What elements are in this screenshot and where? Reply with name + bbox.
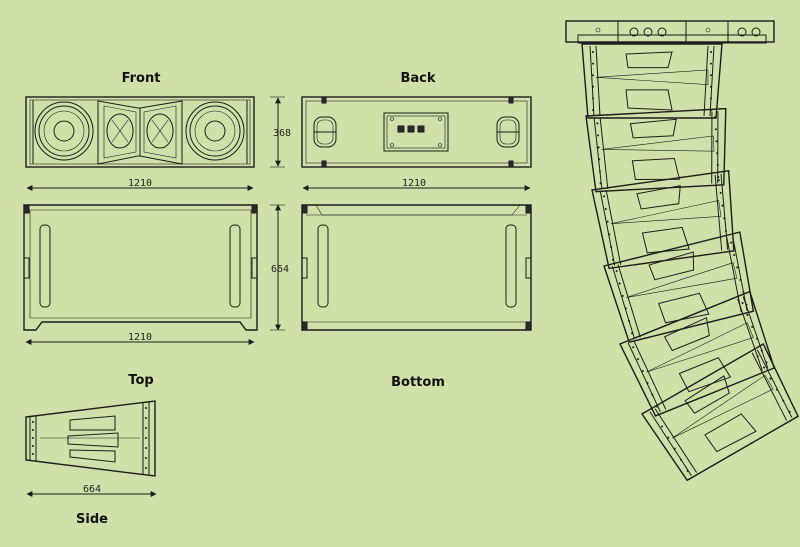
- top-width-dimension: 1210: [25, 332, 255, 345]
- back-view: Back: [301, 71, 532, 168]
- side-label: Side: [76, 512, 108, 527]
- side-view: [25, 400, 156, 477]
- front-width-dimension: 1210: [26, 178, 254, 191]
- array-cabinet: [619, 290, 776, 417]
- center-horn: [97, 100, 183, 165]
- array-cabinet: [585, 107, 727, 193]
- line-array-assembly: [565, 20, 799, 482]
- side-depth-value: 664: [83, 484, 101, 495]
- array-cabinet: [581, 43, 723, 119]
- top-label: Top: [128, 373, 153, 388]
- array-cabinet: [591, 169, 735, 270]
- front-height-dimension: 368: [270, 96, 291, 168]
- bottom-label: Bottom: [391, 375, 445, 390]
- front-width-value: 1210: [128, 178, 152, 189]
- back-label: Back: [400, 71, 435, 86]
- top-view: [23, 204, 258, 331]
- top-width-value: 1210: [128, 332, 152, 343]
- side-depth-dimension: 664: [26, 484, 157, 497]
- array-cabinet: [603, 231, 755, 344]
- left-woofer: [34, 101, 94, 161]
- back-left-handle: [313, 116, 337, 148]
- back-connector-plate: [383, 112, 449, 152]
- array-cabinet: [640, 343, 799, 482]
- top-depth-value: 664: [271, 264, 289, 275]
- front-label: Front: [122, 71, 161, 86]
- top-depth-dimension: 664: [270, 204, 289, 331]
- back-width-value: 1210: [402, 178, 426, 189]
- right-woofer: [185, 101, 245, 161]
- front-view: Front: [25, 71, 255, 168]
- rigging-frame: [565, 20, 775, 44]
- back-width-dimension: 1210: [302, 178, 531, 191]
- back-right-handle: [496, 116, 520, 148]
- front-height-value: 368: [273, 128, 291, 139]
- bottom-view: [301, 204, 532, 331]
